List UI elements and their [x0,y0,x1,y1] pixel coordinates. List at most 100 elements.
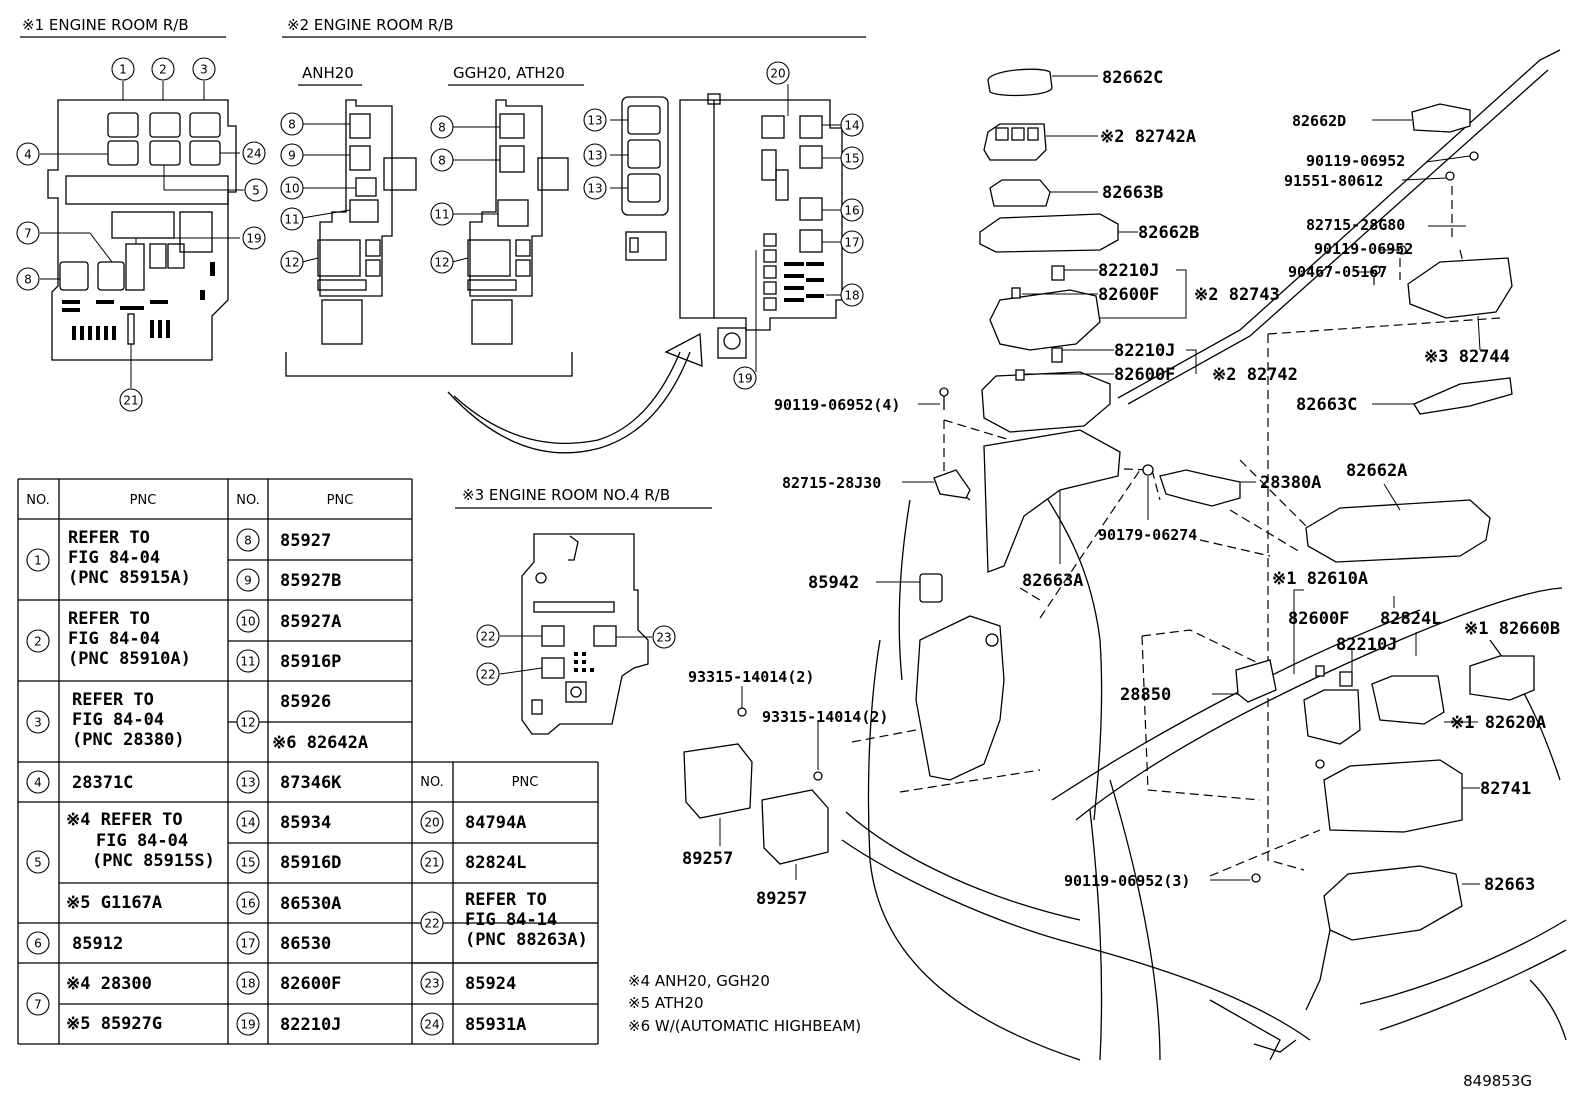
table-row-number: 16 [240,897,255,911]
part-label-3: 82662B [1138,223,1199,243]
part-label-38: 89257 [756,889,807,909]
part-label-30: 28850 [1120,685,1171,705]
part-label-34: 90119-06952(3) [1064,872,1190,890]
part-label-29: ※1 82660B [1464,619,1560,639]
table-pnc-text: ※5 G1167A [66,893,162,913]
svg-text:12: 12 [284,256,299,270]
table-row-number: 15 [240,856,255,870]
svg-text:23: 23 [656,631,671,645]
svg-text:9: 9 [288,149,296,163]
callout-14: 14 [840,113,864,137]
vehicle-body-lines [841,49,1567,1061]
table-pnc-text: 85927B [280,571,341,591]
svg-text:11: 11 [434,208,449,222]
table-pnc-text: REFER TO [68,609,150,629]
table-pnc-text: (PNC 85910A) [68,649,191,669]
table-pnc-text: 85931A [465,1015,526,1035]
callout-23: 23 [652,625,676,649]
svg-text:2: 2 [159,63,167,77]
table-row-number: 4 [34,776,42,790]
part-label-18: 90119-06952 [1306,152,1405,170]
table-pnc-text: (PNC 28380) [72,730,185,750]
svg-text:13: 13 [587,114,602,128]
svg-text:18: 18 [844,289,859,303]
table-pnc-text: FIG 84-04 [68,629,160,649]
svg-text:8: 8 [288,118,296,132]
callout-11: 11 [280,207,304,231]
table-header-pnc: PNC [130,493,157,508]
svg-text:15: 15 [844,152,859,166]
variant-anh20-label: ANH20 [302,64,354,82]
part-label-26: 82600F [1288,609,1349,629]
svg-text:4: 4 [24,148,32,162]
table-pnc-text: 85934 [280,813,331,833]
callout-19: 19 [733,366,757,390]
table-pnc-text: (PNC 85915A) [68,568,191,588]
part-label-33: 82663 [1484,875,1535,895]
note-6: ※6 W/(AUTOMATIC HIGHBEAM) [628,1017,861,1035]
part-label-23: ※3 82744 [1424,347,1510,367]
table-row-number: 1 [34,554,42,568]
svg-text:8: 8 [438,121,446,135]
part-label-12: 82663A [1022,571,1083,591]
svg-text:13: 13 [587,149,602,163]
table-pnc-text: REFER TO [72,690,154,710]
part-label-27: 82824L [1380,609,1441,629]
section2-title: ※2 ENGINE ROOM R/B [287,16,454,34]
part-label-14: 90179-06274 [1098,526,1197,544]
table-row-number: 5 [34,856,42,870]
table-row-number: 24 [424,1018,439,1032]
table-pnc-text: 85916D [280,853,341,873]
callout-leaders [719,75,1481,885]
callout-20: 20 [766,61,790,85]
svg-text:19: 19 [246,232,261,246]
table-row-number: 6 [34,937,42,951]
table-pnc-text: FIG 84-14 [465,910,557,930]
svg-text:17: 17 [844,236,859,250]
table-pnc-text: FIG 84-04 [72,710,164,730]
svg-text:21: 21 [123,394,138,408]
svg-text:1: 1 [119,63,127,77]
table-row-number: 19 [240,1018,255,1032]
table-row: 24 85931A [420,1012,526,1036]
svg-text:22: 22 [480,668,495,682]
table-row: 17 86530 [236,931,331,955]
table-row-number: 12 [240,716,255,730]
table-pnc-text: ※5 85927G [66,1014,162,1034]
table-row: 7※4 28300※5 85927G [26,974,162,1034]
engine-room-rb-2-ggh20-drawing [467,99,569,345]
table-pnc-text: (PNC 85915S) [92,851,215,871]
part-label-32: 82741 [1480,779,1531,799]
part-label-8: 82600F [1114,365,1175,385]
part-labels: 82662C※2 82742A82663B82662B82210J82600F※… [682,68,1560,909]
svg-text:19: 19 [737,372,752,386]
table-pnc-text: 85927 [280,531,331,551]
svg-text:13: 13 [587,182,602,196]
svg-text:5: 5 [252,184,260,198]
table-pnc-text: 82210J [280,1015,341,1035]
table-row-number: 17 [240,937,255,951]
table-row-number: 9 [244,574,252,588]
callout-8: 8 [280,112,304,136]
callout-22: 22 [476,624,500,648]
table-row: 19 82210J [236,1012,341,1036]
variant-ggh20-label: GGH20, ATH20 [453,64,565,82]
callout-19: 19 [242,226,266,250]
callout-2: 2 [151,57,175,81]
table-row: 9 85927B [236,568,341,592]
part-label-16: 85942 [808,573,859,593]
part-label-36: 93315-14014(2) [762,708,888,726]
table-row-number: 21 [424,856,439,870]
part-label-5: 82600F [1098,285,1159,305]
figure-code: 849853G [1463,1072,1532,1090]
table-pnc-text: 86530 [280,934,331,954]
